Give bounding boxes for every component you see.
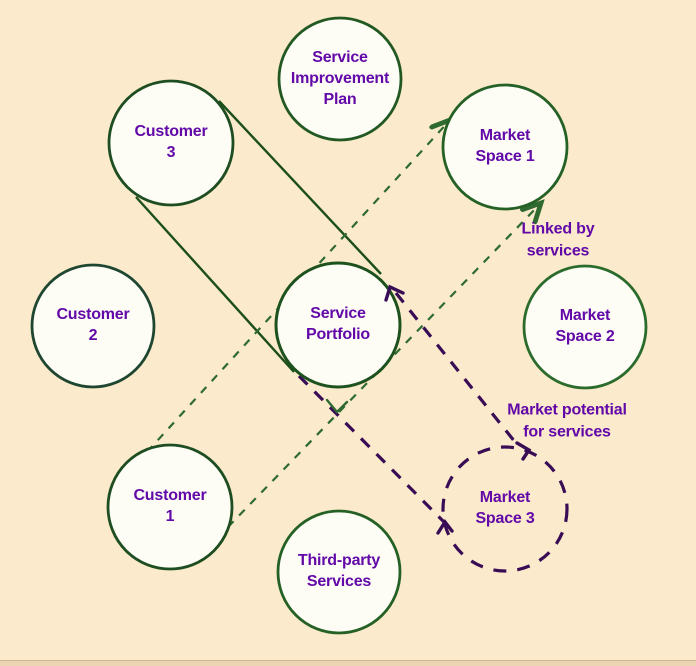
node-circle-service-portfolio — [274, 261, 402, 389]
node-circle-customer-2 — [30, 263, 156, 389]
arrowhead-green-mid-icon — [325, 398, 349, 414]
node-circle-market-space-2 — [522, 264, 648, 390]
link-portfolio-marketspace3-upper — [394, 292, 521, 448]
arrowhead-purple-portfolio-icon — [384, 284, 405, 302]
node-circle-customer-3 — [107, 79, 235, 207]
link-customer3-portfolio-upper — [218, 100, 382, 275]
node-circle-market-space-3 — [441, 445, 569, 573]
node-circle-customer-1 — [106, 443, 234, 571]
node-circle-service-improvement-plan — [277, 16, 403, 142]
node-circle-third-party-services — [276, 509, 402, 635]
arrowhead-purple-marketspace3-top-icon — [515, 441, 532, 461]
link-customer3-portfolio-lower — [135, 196, 295, 373]
arrowhead-purple-marketspace3-left-icon — [436, 519, 454, 535]
node-circle-market-space-1 — [441, 83, 569, 211]
page-scan-edge — [0, 660, 696, 666]
link-portfolio-marketspace3-lower — [297, 374, 448, 526]
